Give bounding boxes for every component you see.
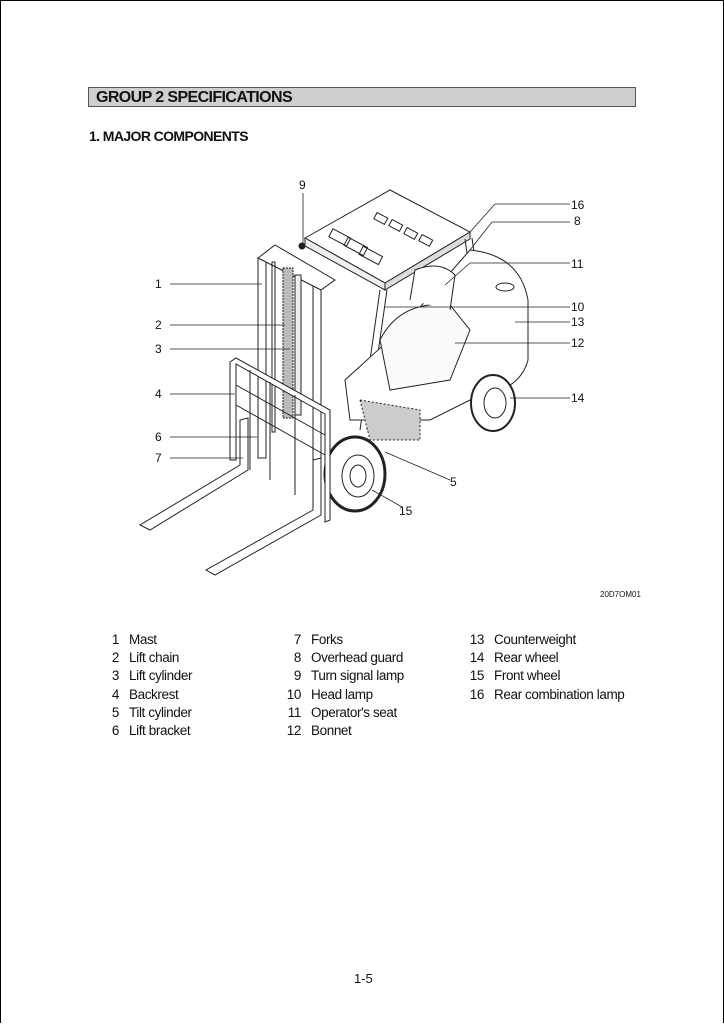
legend-number: 3 — [111, 668, 120, 684]
callout-2: 2 — [155, 318, 162, 332]
callout-6: 6 — [155, 430, 162, 444]
callout-11: 11 — [571, 257, 584, 271]
legend-label: Overhead guard — [311, 650, 403, 666]
legend-label: Bonnet — [311, 722, 352, 738]
legend-number: 7 — [293, 632, 302, 647]
callout-9: 9 — [299, 178, 306, 192]
callout-15: 15 — [399, 504, 413, 518]
legend-label: Counterweight — [494, 632, 576, 647]
callout-1: 1 — [155, 277, 162, 291]
legend-label: Lift cylinder — [129, 668, 193, 684]
legend-label: Lift bracket — [129, 722, 191, 738]
callout-16: 16 — [571, 198, 585, 212]
legend-label: Mast — [129, 632, 157, 647]
legend-number: 11 — [287, 704, 302, 720]
legend-label: Backrest — [129, 686, 179, 702]
group-title: GROUP 2 SPECIFICATIONS — [96, 89, 293, 106]
legend-label: Operator's seat — [311, 704, 397, 720]
front-wheel — [323, 435, 387, 513]
legend-number: 9 — [293, 668, 302, 684]
legend-number: 6 — [111, 722, 120, 738]
leader-lines — [170, 193, 570, 508]
legend-number: 12 — [286, 722, 302, 738]
callout-10: 10 — [571, 300, 585, 314]
forklift-diagram — [138, 189, 570, 576]
page-number: 1-5 — [354, 971, 373, 986]
callout-12: 12 — [571, 336, 585, 350]
callout-7: 7 — [155, 451, 162, 465]
legend-number: 15 — [469, 668, 485, 684]
section-title: 1. MAJOR COMPONENTS — [89, 128, 249, 144]
legend-label: Head lamp — [311, 686, 373, 702]
figure-code: 20D7OM01 — [600, 590, 641, 599]
legend-number: 2 — [111, 650, 120, 666]
legend-number: 14 — [469, 650, 485, 666]
legend-label: Front wheel — [494, 668, 561, 684]
callout-4: 4 — [155, 387, 162, 401]
legend-number: 16 — [469, 686, 485, 702]
legend-number: 1 — [111, 632, 120, 647]
callout-8: 8 — [574, 214, 581, 228]
legend-label: Turn signal lamp — [311, 668, 404, 684]
backrest — [229, 357, 331, 523]
callout-14: 14 — [571, 391, 585, 405]
group-title-bar: GROUP 2 SPECIFICATIONS — [88, 87, 636, 107]
callout-3: 3 — [155, 342, 162, 356]
legend-number: 13 — [469, 632, 485, 647]
callout-13: 13 — [571, 315, 585, 329]
legend-number: 5 — [111, 704, 120, 720]
legend-label: Forks — [311, 632, 343, 647]
legend-number: 4 — [111, 686, 120, 702]
callout-5: 5 — [450, 475, 457, 489]
legend-label: Lift chain — [129, 650, 180, 666]
legend-label: Rear combination lamp — [494, 686, 625, 702]
rear-wheel — [470, 374, 516, 432]
forks — [138, 417, 322, 576]
legend-number: 8 — [293, 650, 302, 666]
legend-label: Tilt cylinder — [129, 704, 192, 720]
legend-label: Rear wheel — [494, 650, 559, 666]
legend-number: 10 — [286, 686, 302, 702]
